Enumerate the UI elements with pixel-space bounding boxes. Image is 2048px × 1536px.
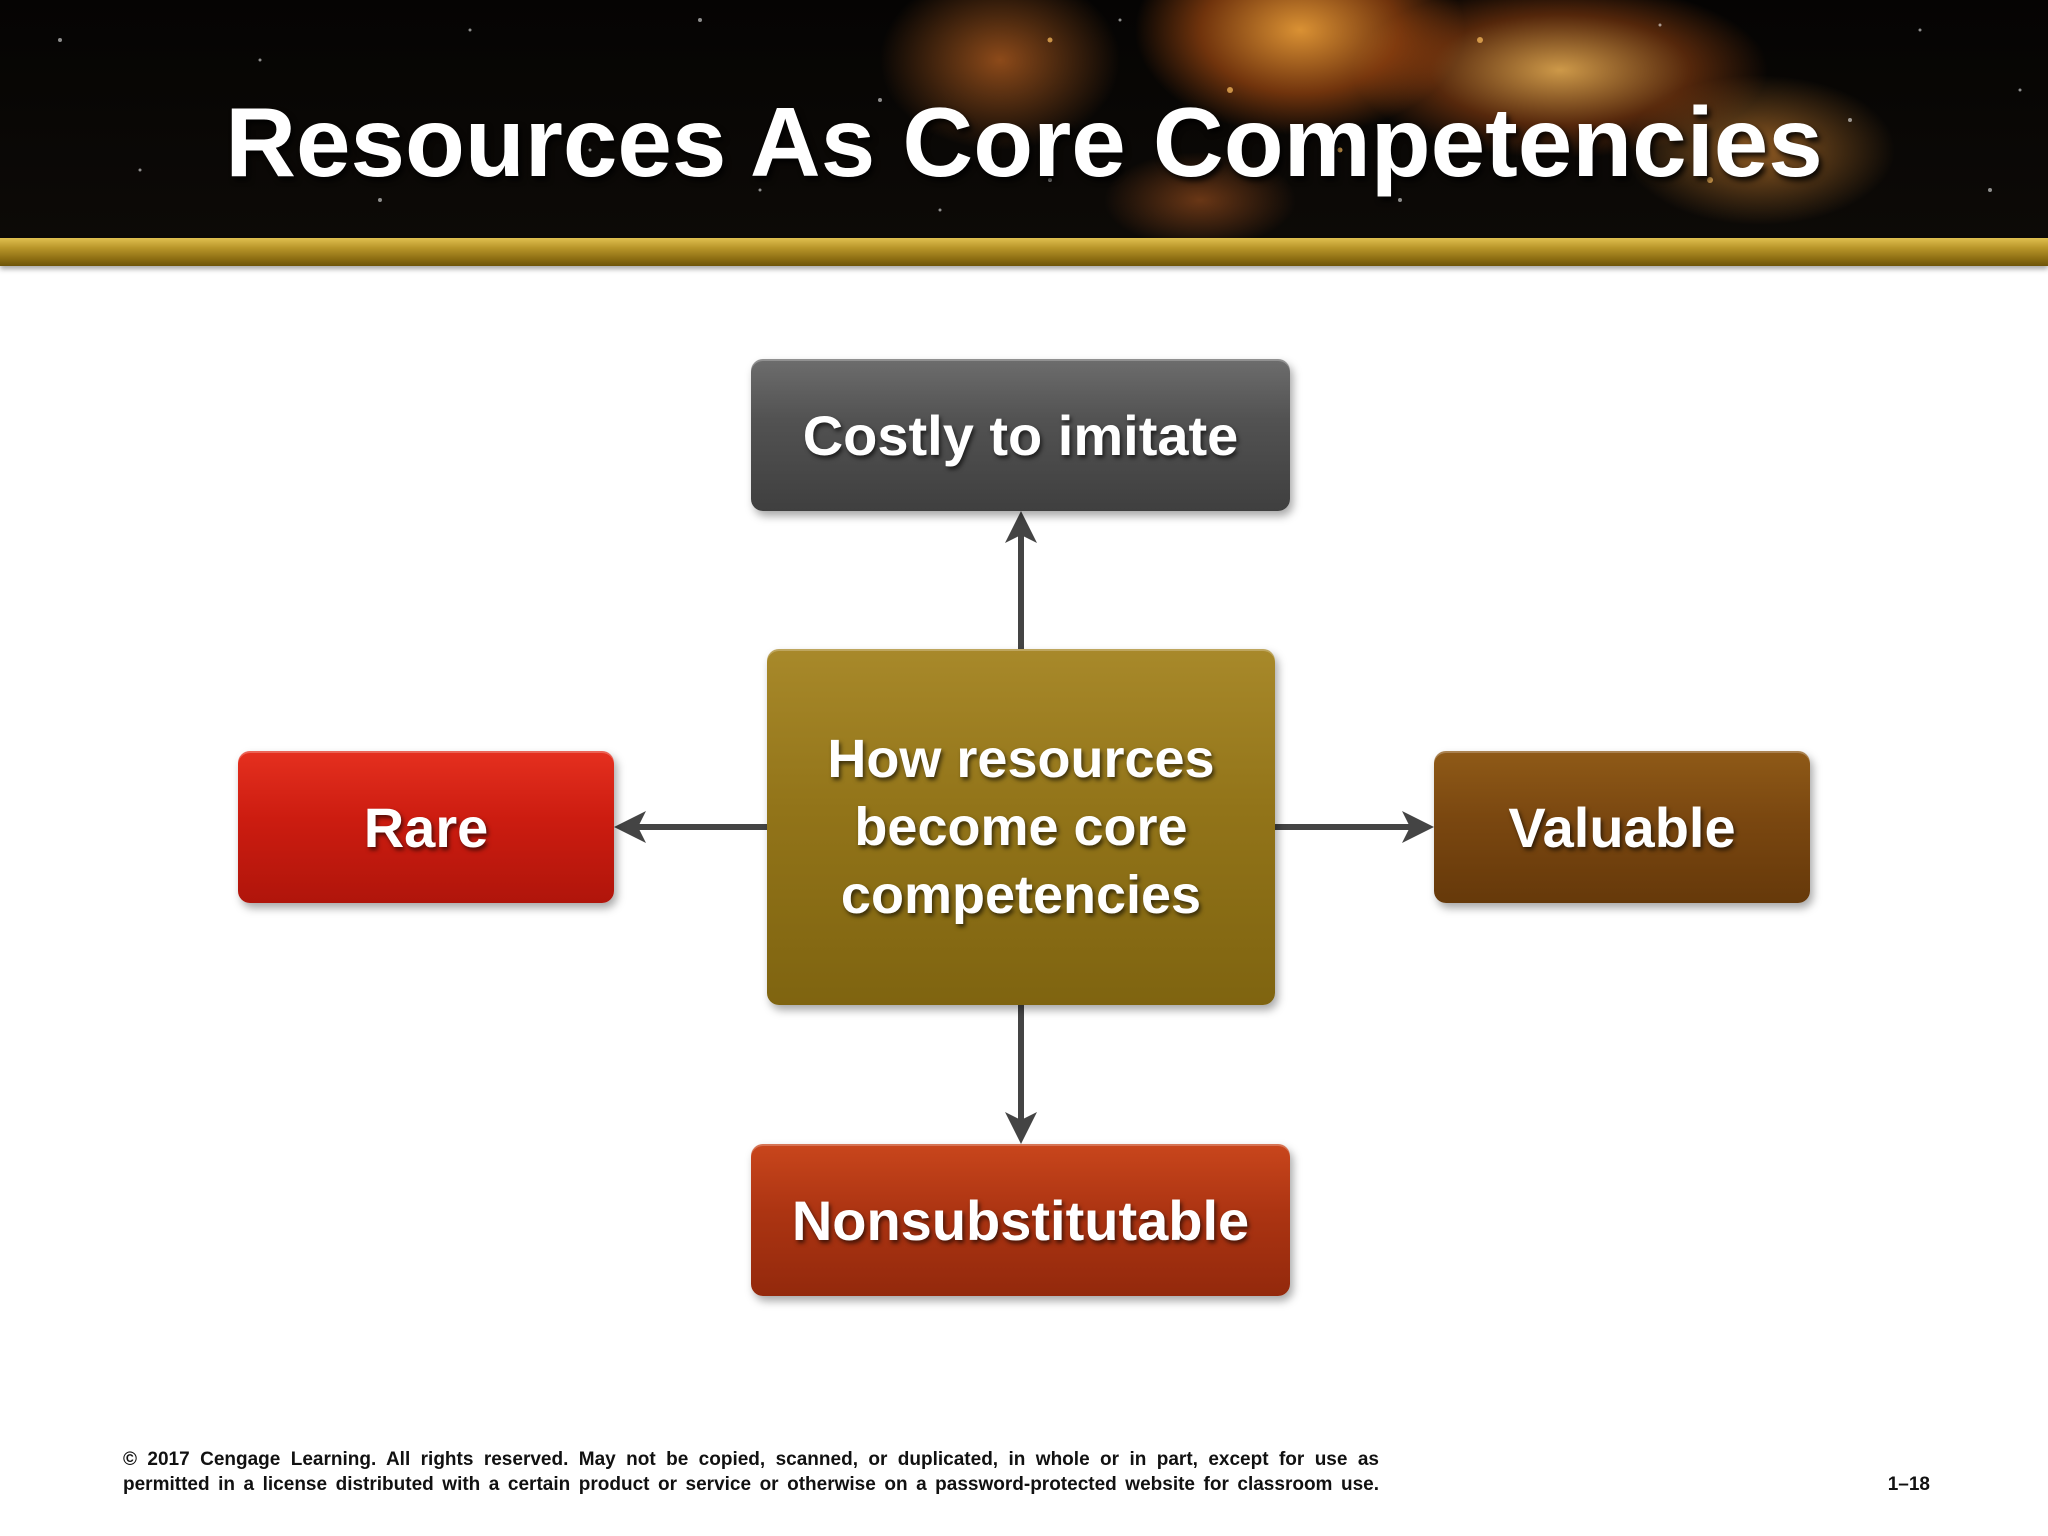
valuable-box: Valuable <box>1434 751 1810 903</box>
center-line-3: competencies <box>840 865 1202 925</box>
valuable-label: Valuable <box>1508 795 1736 859</box>
header-accent-bar <box>0 238 2048 266</box>
copyright-line-1: © 2017 Cengage Learning. All rights rese… <box>123 1449 1379 1470</box>
nonsubstitutable-box: Nonsubstitutable <box>751 1144 1290 1296</box>
center-line-2: become core <box>854 797 1188 857</box>
slide-title: Resources As Core Competencies <box>225 87 1823 197</box>
nonsubstitutable-label: Nonsubstitutable <box>791 1188 1250 1252</box>
rare-label: Rare <box>363 795 489 859</box>
arrowhead-down <box>1005 1112 1037 1144</box>
center-concept-text: How resources become core competencies <box>827 725 1214 929</box>
arrowhead-left <box>614 811 646 843</box>
copyright-notice: © 2017 Cengage Learning. All rights rese… <box>123 1447 1379 1497</box>
costly-to-imitate-label: Costly to imitate <box>802 403 1239 467</box>
page-number: 1–18 <box>1887 1474 1930 1495</box>
header-background-image <box>58 18 2022 212</box>
header-banner: Resources As Core Competencies <box>0 0 2048 240</box>
copyright-line-2: permitted in a license distributed with … <box>123 1474 1379 1495</box>
arrowhead-up <box>1005 511 1037 543</box>
center-concept-box: How resources become core competencies <box>767 649 1275 1005</box>
rare-box: Rare <box>238 751 614 903</box>
costly-to-imitate-box: Costly to imitate <box>751 359 1290 511</box>
arrowhead-right <box>1402 811 1434 843</box>
center-line-1: How resources <box>827 729 1215 789</box>
